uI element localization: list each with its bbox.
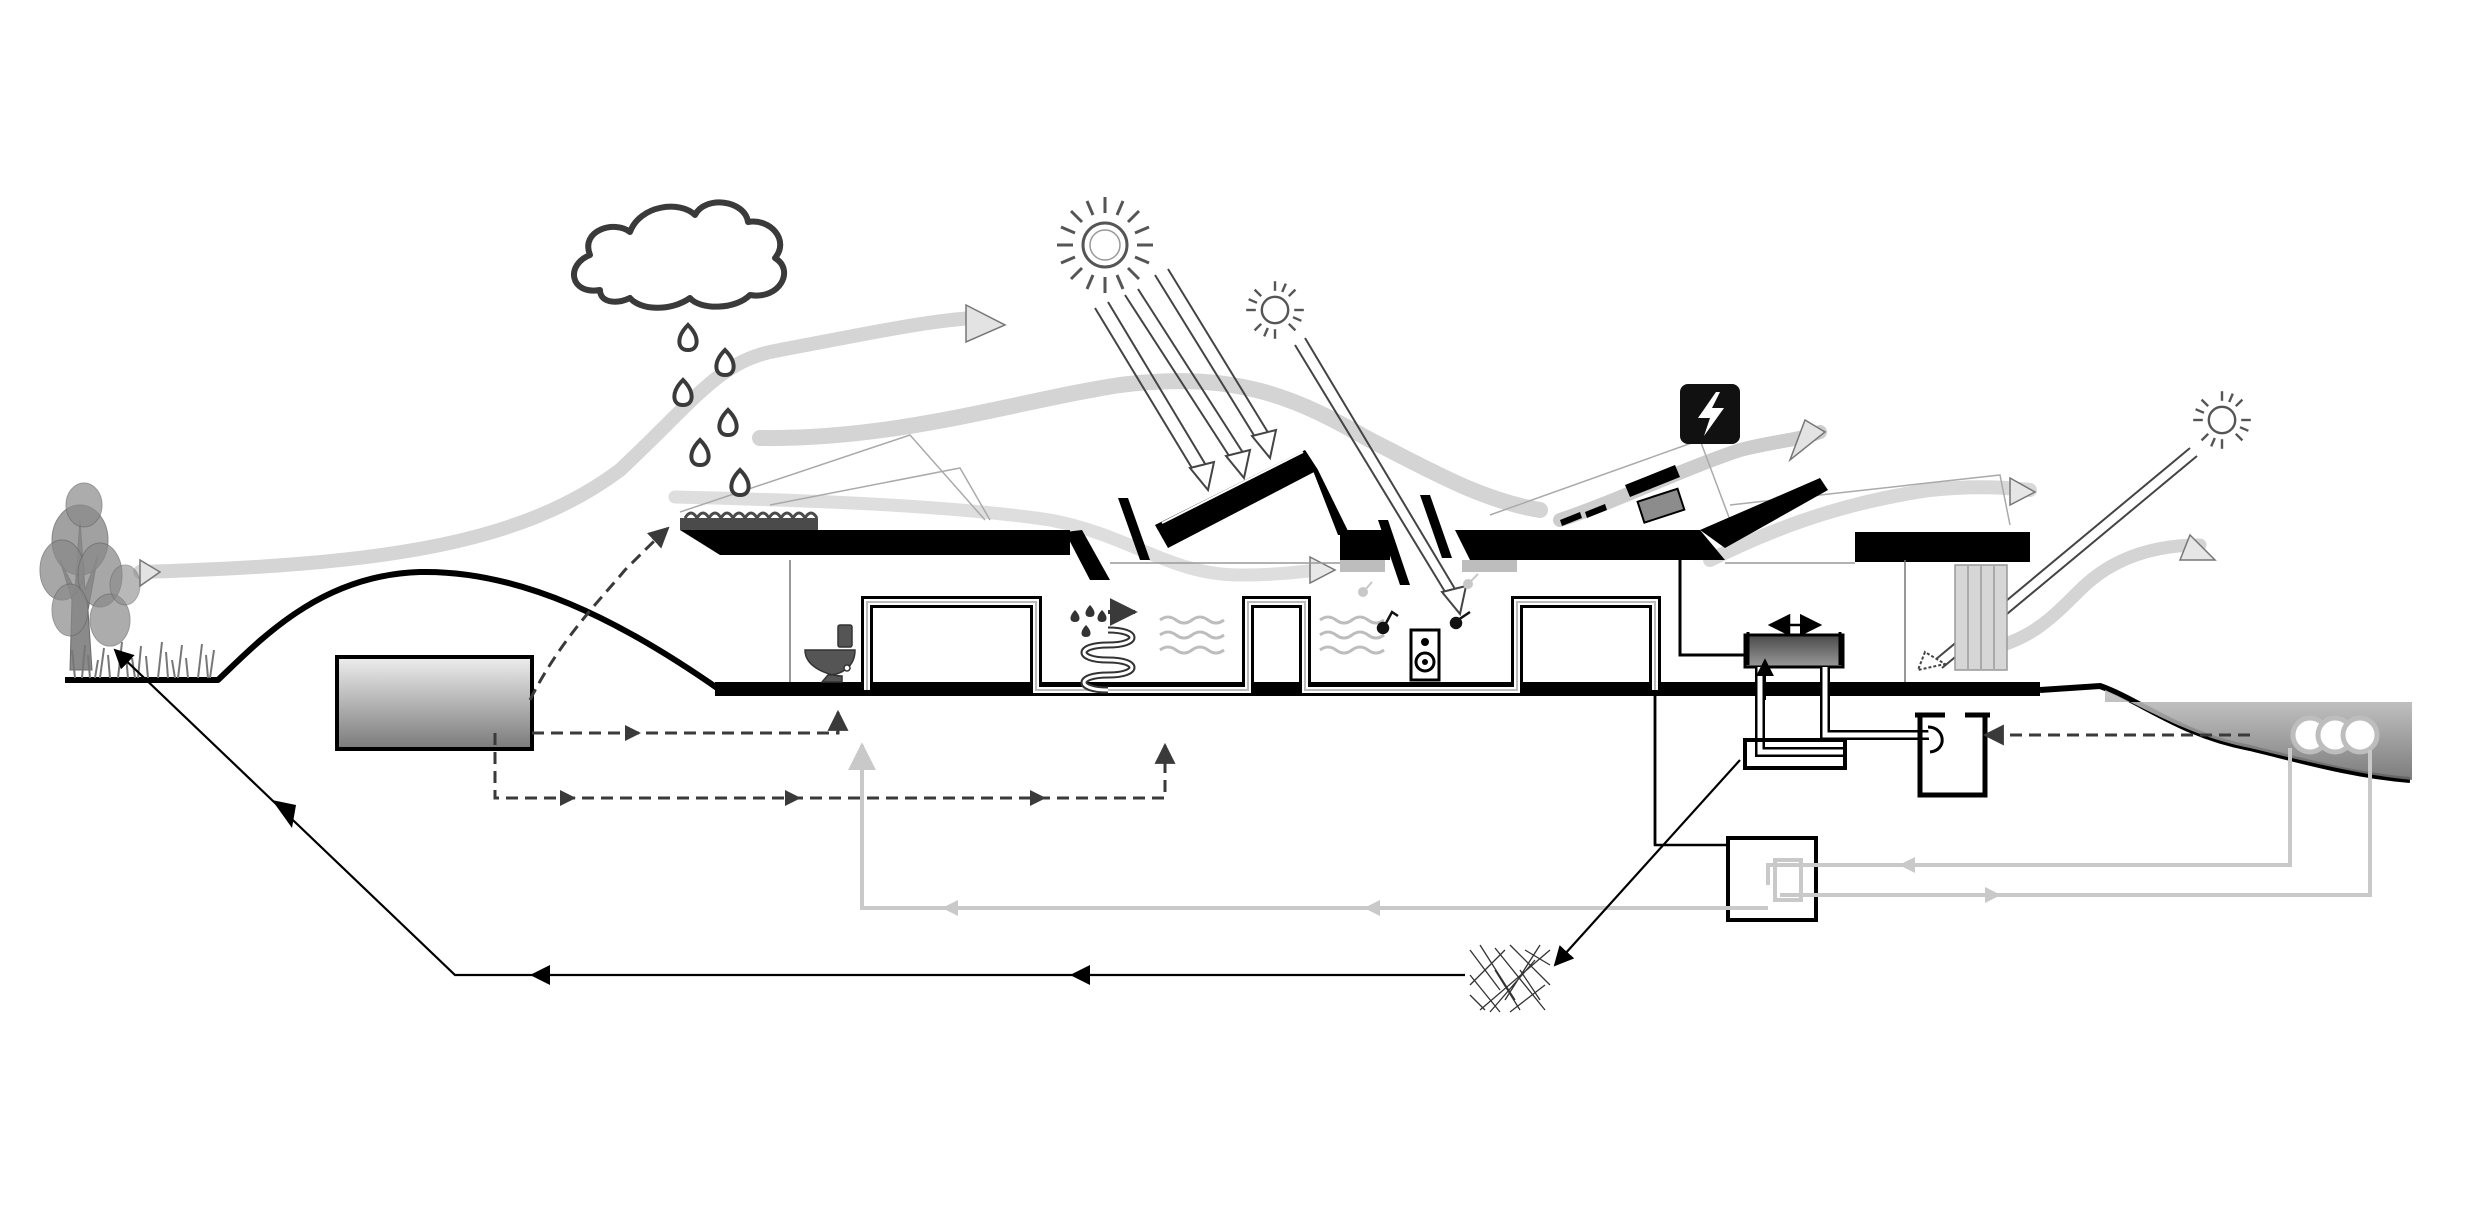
heating-loop <box>867 602 1655 690</box>
filter-unit <box>1915 715 1990 795</box>
solar-ray <box>1155 269 1272 445</box>
sun-icon <box>1246 281 1304 339</box>
roof-far-right <box>1855 532 2030 562</box>
dashed-flow-arrows <box>560 725 1046 806</box>
wind-flow-arrowhead <box>2010 478 2035 505</box>
geothermal-loop <box>862 696 2370 908</box>
wind-flow-arrowhead <box>140 560 160 586</box>
heat-pump-icon <box>1745 625 1930 768</box>
solar-rays <box>1095 269 2197 668</box>
toilet-icon <box>805 625 855 682</box>
tree-icon <box>40 483 140 670</box>
wind-flow-arrowhead <box>966 305 1005 342</box>
tank-to-toilet <box>532 712 838 733</box>
rain-drop-icon <box>731 470 748 495</box>
compost-icon <box>1465 945 1553 1015</box>
roof-middle <box>1340 530 1390 560</box>
skylight-louver <box>1420 495 1452 558</box>
water-tank-icon <box>337 657 532 749</box>
greywater-loop <box>495 733 1165 798</box>
heat-coil-icon <box>1071 605 1136 690</box>
green-roof <box>680 513 818 530</box>
rain-drop-icon <box>674 380 691 405</box>
heat-waves <box>1160 617 1384 653</box>
wind-flow-arrowhead <box>1310 557 1335 583</box>
sun-icon <box>2193 391 2251 449</box>
roof-right <box>1455 530 1725 560</box>
roof-left <box>680 530 1070 555</box>
ground-coil-icon <box>2293 718 2377 752</box>
rain-drop-icon <box>719 410 736 435</box>
compost-return-arrows <box>272 800 1090 985</box>
spray-drops <box>1071 605 1107 637</box>
sun-icon <box>1057 197 1153 293</box>
shading-screen <box>1955 565 2007 670</box>
loop-out <box>1780 750 2370 895</box>
skylight-shade <box>1340 560 1385 572</box>
loop-return <box>862 745 1768 908</box>
cloud-icon <box>574 202 784 307</box>
roof-slope <box>1305 450 1350 535</box>
speaker-icon <box>1411 630 1439 680</box>
service-lines <box>1655 696 1728 845</box>
rain-drop-icon <box>691 440 708 465</box>
skylight-shade <box>1462 560 1517 572</box>
wind-flows <box>140 305 2215 650</box>
rain-drop-icon <box>679 325 696 350</box>
grass-icon <box>72 642 214 678</box>
rain-drop-icon <box>716 350 733 375</box>
service-wall <box>1680 560 1745 655</box>
lightning-icon <box>1680 384 1740 444</box>
